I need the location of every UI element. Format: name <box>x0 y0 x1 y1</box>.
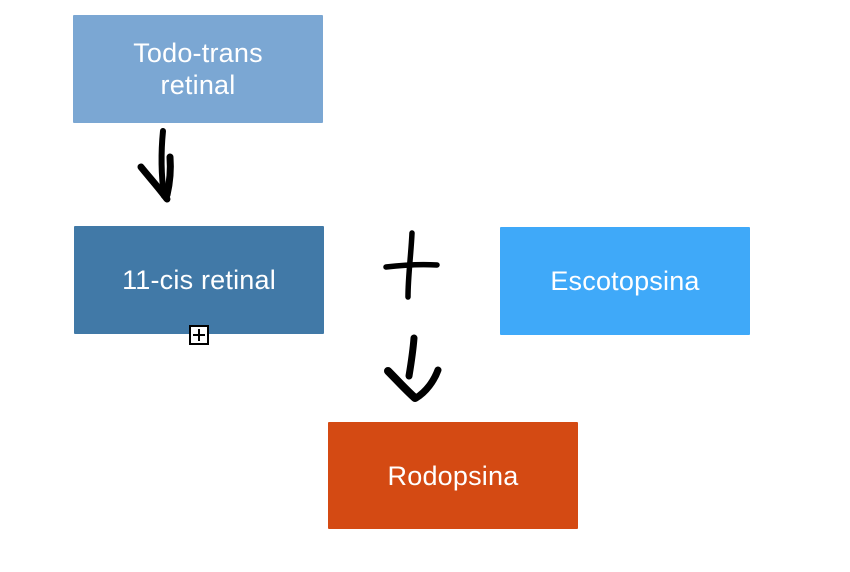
node-todo-trans-retinal-label: Todo-trans retinal <box>133 38 263 100</box>
node-todo-trans-retinal[interactable]: Todo-trans retinal <box>73 15 323 123</box>
hand-drawn-down-arrow-icon[interactable] <box>133 126 178 206</box>
node-11-cis-retinal[interactable]: 11-cis retinal <box>74 226 324 334</box>
hand-drawn-plus-icon[interactable] <box>382 228 442 303</box>
hand-drawn-down-arrow-icon[interactable] <box>383 334 443 404</box>
boxed-plus-cursor-icon <box>189 325 209 345</box>
node-rodopsina[interactable]: Rodopsina <box>328 422 578 529</box>
plus-glyph-icon <box>193 329 205 341</box>
node-rodopsina-label: Rodopsina <box>387 460 519 491</box>
node-escotopsina-label: Escotopsina <box>550 266 700 296</box>
node-11-cis-retinal-label: 11-cis retinal <box>122 265 276 295</box>
node-escotopsina[interactable]: Escotopsina <box>500 227 750 335</box>
